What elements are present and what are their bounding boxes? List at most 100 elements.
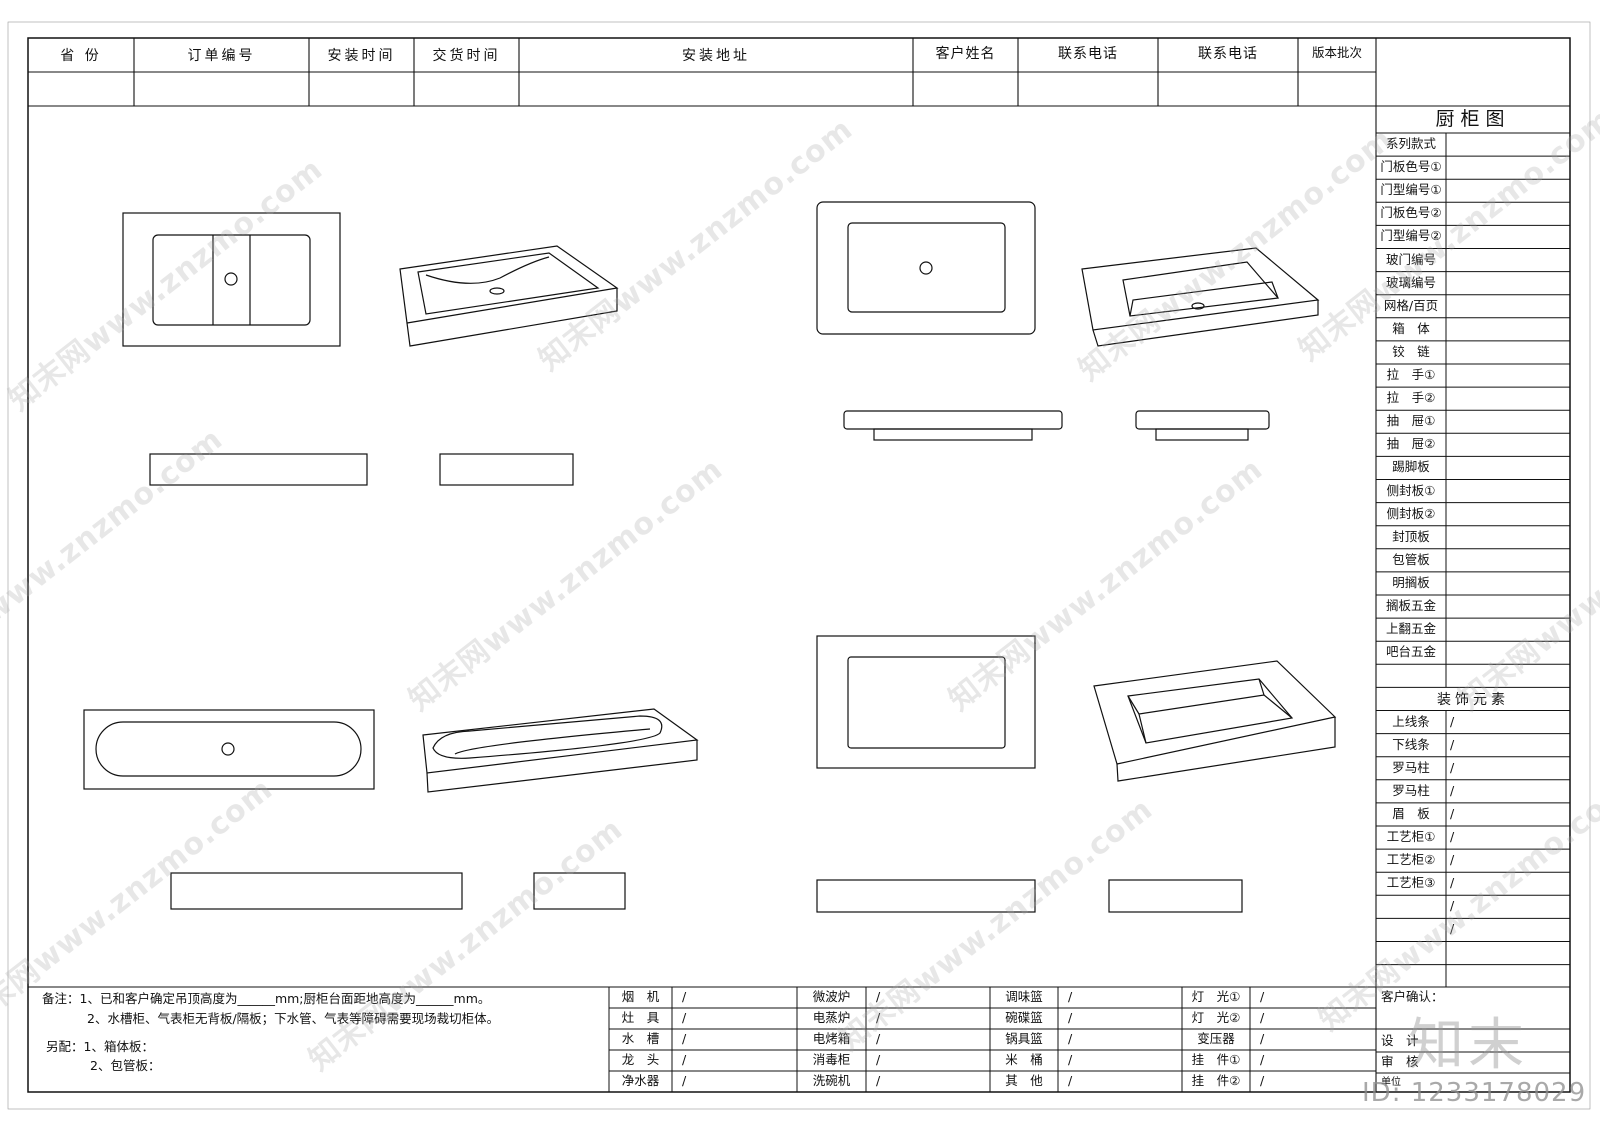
sidebar-title: 厨柜图 xyxy=(1435,108,1511,130)
appliance-label: 米 桶 xyxy=(1005,1052,1043,1067)
appliance-label: 电蒸炉 xyxy=(812,1010,851,1025)
appliance-label: 水 槽 xyxy=(621,1031,660,1046)
basin-3-iso xyxy=(422,708,699,793)
decor-item-label: 工艺柜② xyxy=(1386,852,1436,868)
appliance-value: / xyxy=(682,989,687,1004)
appliance-label: 灶 具 xyxy=(621,1010,660,1025)
basin-2-front-elevation xyxy=(843,410,1063,441)
appliance-value: / xyxy=(1260,1073,1265,1088)
decor-item-value: / xyxy=(1450,736,1455,752)
sidebar-item-label: 系列款式 xyxy=(1385,136,1436,151)
sidebar-item-label: 抽 屉② xyxy=(1386,436,1436,452)
decor-item-label: 罗马柱 xyxy=(1392,759,1430,775)
appliance-value: / xyxy=(1260,989,1265,1004)
basin-1-front-elevation xyxy=(149,453,368,486)
header-install-time: 安装时间 xyxy=(327,48,396,64)
bottom-grid xyxy=(28,986,1570,1092)
sidebar-item-label: 门型编号① xyxy=(1380,182,1442,198)
decor-item-value: / xyxy=(1450,898,1455,914)
basin-3-front-elevation xyxy=(170,872,463,910)
appliance-value: / xyxy=(682,1052,687,1067)
basin-3-side-elevation xyxy=(533,872,626,910)
basin-1-plan xyxy=(122,212,341,347)
appliance-label: 其 他 xyxy=(1005,1073,1043,1088)
header-phone-2: 联系电话 xyxy=(1198,46,1258,62)
basin-4-side-elevation xyxy=(1108,879,1243,913)
decor-item-label: 下线条 xyxy=(1392,736,1430,752)
appliance-value: / xyxy=(1068,1031,1073,1046)
appliance-label: 灯 光② xyxy=(1191,1010,1241,1025)
basin-3-plan xyxy=(83,709,375,790)
note-line-1: 备注：1、已和客户确定吊顶高度为______mm;厨柜台面距地高度为______… xyxy=(42,991,491,1006)
basin-4-plan xyxy=(816,635,1036,769)
sidebar-item-label: 网格/百页 xyxy=(1383,297,1439,313)
customer-confirm-label: 客户确认： xyxy=(1381,989,1444,1004)
sidebar-item-label: 吧台五金 xyxy=(1385,644,1436,660)
sidebar-item-label: 门型编号② xyxy=(1380,228,1442,244)
decor-item-value: / xyxy=(1450,713,1455,729)
sidebar-item-label: 箱 体 xyxy=(1392,320,1430,336)
note-line-2: 2、水槽柜、气表柜无背板/隔板；下水管、气表等障碍需要现场裁切柜体。 xyxy=(87,1011,500,1026)
header-customer-name: 客户姓名 xyxy=(935,46,996,62)
header-province: 省 份 xyxy=(60,48,102,64)
appliance-value: / xyxy=(876,1010,881,1025)
decor-item-label: 工艺柜① xyxy=(1386,829,1436,844)
basin-2-side-elevation xyxy=(1135,410,1270,441)
watermark-logo: 知末 xyxy=(1408,1013,1528,1078)
sidebar-item-label: 上翻五金 xyxy=(1385,621,1436,637)
inner-border xyxy=(27,37,1571,1093)
appliance-value: / xyxy=(1068,1052,1073,1067)
unit-label: 单位 xyxy=(1381,1077,1401,1088)
decor-item-label: 眉 板 xyxy=(1392,805,1430,821)
appliance-label: 灯 光① xyxy=(1191,989,1241,1004)
sidebar-item-label: 抽 屉① xyxy=(1386,413,1436,429)
sidebar-item-label: 侧封板② xyxy=(1386,505,1436,521)
outer-border xyxy=(7,21,1591,1110)
basin-2-plan xyxy=(816,201,1036,335)
decor-item-value: / xyxy=(1450,921,1455,937)
watermark-id: ID: 1233178029 xyxy=(1362,1078,1587,1108)
sidebar-item-label: 踢脚板 xyxy=(1392,459,1430,475)
header-order-number: 订单编号 xyxy=(187,48,256,64)
appliance-label: 微波炉 xyxy=(812,989,851,1004)
header-phone-1: 联系电话 xyxy=(1058,46,1118,62)
sidebar-grid xyxy=(1376,132,1570,987)
sidebar-item-label: 玻门编号 xyxy=(1385,251,1436,267)
appliance-value: / xyxy=(1260,1052,1265,1067)
appliance-value: / xyxy=(1068,1073,1073,1088)
decor-item-label: 上线条 xyxy=(1392,713,1430,729)
appliance-label: 净水器 xyxy=(621,1073,660,1088)
sidebar-item-label: 铰 链 xyxy=(1392,343,1430,359)
appliance-label: 锅具篮 xyxy=(1005,1031,1043,1046)
appliance-value: / xyxy=(1260,1031,1265,1046)
sidebar-item-label: 拉 手② xyxy=(1386,390,1436,406)
appliance-label: 电烤箱 xyxy=(812,1031,851,1046)
sidebar-item-label: 封顶板 xyxy=(1392,528,1430,544)
sidebar-item-label: 包管板 xyxy=(1392,551,1430,567)
basin-4-front-elevation xyxy=(816,879,1036,913)
appliance-label: 消毒柜 xyxy=(812,1052,851,1067)
appliance-label: 调味篮 xyxy=(1005,989,1043,1004)
header-version-batch: 版本批次 xyxy=(1311,45,1362,60)
appliance-value: / xyxy=(876,1073,881,1088)
decor-item-value: / xyxy=(1450,875,1455,891)
appliance-label: 挂 件① xyxy=(1191,1052,1241,1067)
appliance-value: / xyxy=(876,989,881,1004)
sidebar-item-label: 侧封板① xyxy=(1386,482,1436,498)
design-label: 设 计 xyxy=(1381,1033,1419,1048)
review-label: 审 核 xyxy=(1381,1054,1419,1069)
appliance-value: / xyxy=(682,1031,687,1046)
sidebar-item-label: 搁板五金 xyxy=(1385,598,1436,613)
appliance-value: / xyxy=(1068,989,1073,1004)
appliance-value: / xyxy=(682,1010,687,1025)
appliance-label: 龙 头 xyxy=(621,1052,660,1067)
sidebar-item-label: 明搁板 xyxy=(1392,574,1430,590)
decor-item-value: / xyxy=(1450,829,1455,844)
header-install-address: 安装地址 xyxy=(682,48,750,64)
header-grid xyxy=(28,38,1570,1092)
decor-title: 装饰元素 xyxy=(1437,692,1509,708)
sidebar-item-label: 玻璃编号 xyxy=(1385,274,1436,290)
header-delivery-time: 交货时间 xyxy=(432,48,501,64)
appliance-label: 洗碗机 xyxy=(812,1073,851,1088)
